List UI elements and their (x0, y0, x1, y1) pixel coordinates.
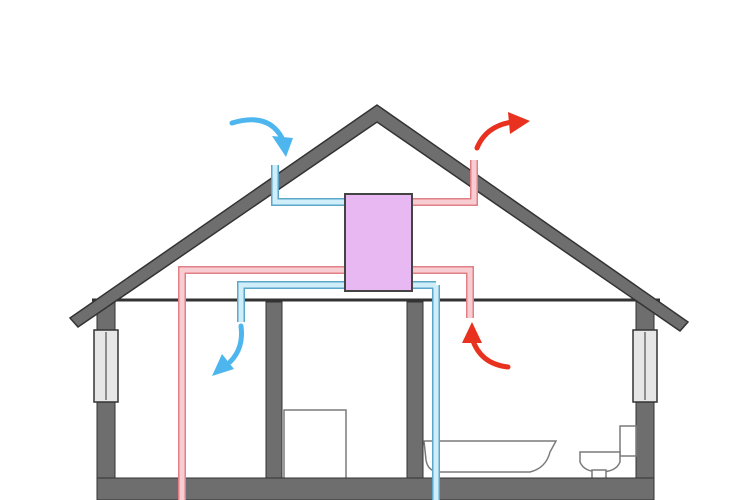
extract-air-arrow (462, 322, 511, 370)
exhaust-outlet-arrow (474, 112, 530, 151)
toilet-icon (579, 425, 637, 481)
extract-air-duct-core (179, 267, 473, 500)
fresh-air-intake-duct-core (272, 165, 346, 205)
floor-slab (96, 477, 655, 500)
door-icon (283, 409, 347, 481)
fresh-air-intake-arrow (229, 117, 293, 157)
heat-recovery-unit (344, 193, 413, 292)
interior-wall-left (265, 301, 283, 481)
ductwork (178, 160, 478, 500)
airflow-arrows (212, 112, 530, 376)
bathtub-icon (423, 440, 558, 473)
house-structure (68, 104, 690, 500)
interior-wall-right (406, 301, 424, 481)
supply-air-arrow (212, 323, 244, 376)
roof (68, 104, 690, 332)
exhaust-outlet-duct-core (412, 160, 477, 205)
